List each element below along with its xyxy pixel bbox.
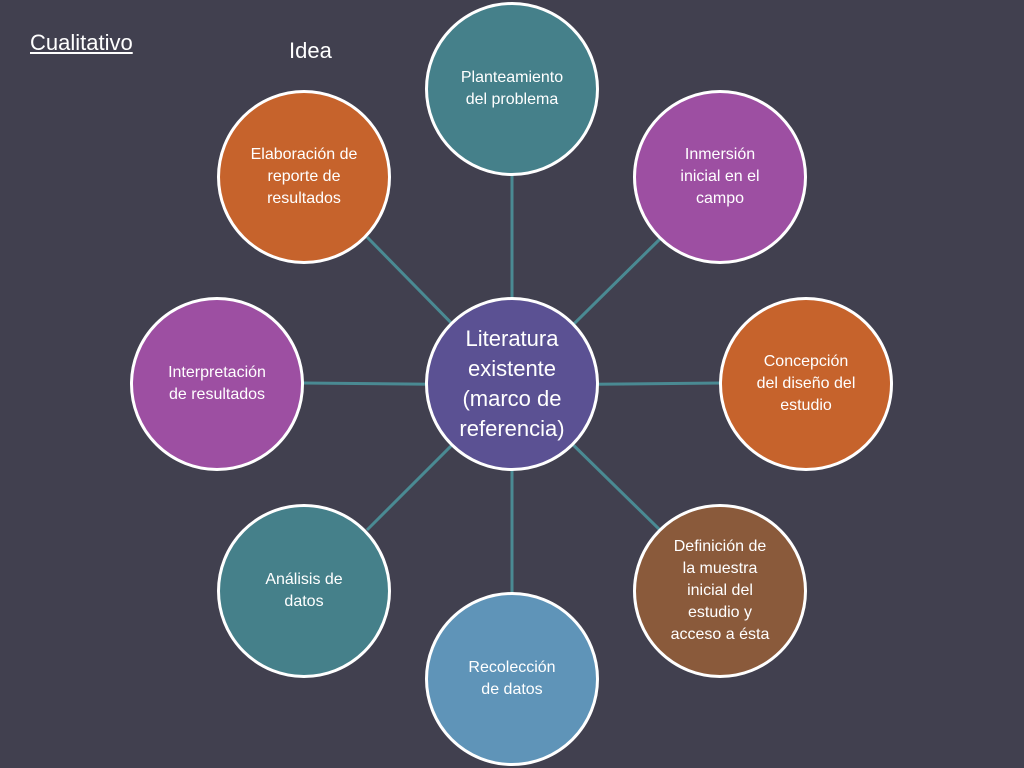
node-analisis-label: Análisis de datos	[265, 571, 343, 610]
node-definicion-label: Definición de la muestra inicial del est…	[670, 538, 770, 643]
node-recoleccion-label: Recolección de datos	[468, 659, 556, 698]
node-planteamiento: Planteamiento del problema	[425, 2, 599, 176]
idea-label: Idea	[289, 38, 332, 63]
node-interpretacion-label: Interpretación de resultados	[168, 364, 266, 403]
node-definicion: Definición de la muestra inicial del est…	[633, 504, 807, 678]
node-inmersion: Inmersión inicial en el campo	[633, 90, 807, 264]
node-elaboracion-label: Elaboración de reporte de resultados	[250, 146, 358, 207]
node-concepcion-label: Concepción del diseño del estudio	[756, 353, 856, 414]
node-planteamiento-label: Planteamiento del problema	[460, 69, 564, 108]
center-node: Literatura existente (marco de referenci…	[425, 297, 599, 471]
node-concepcion: Concepción del diseño del estudio	[719, 297, 893, 471]
center-node-label: Literatura existente (marco de referenci…	[459, 326, 565, 441]
node-inmersion-label: Inmersión inicial en el campo	[680, 146, 760, 207]
node-interpretacion: Interpretación de resultados	[130, 297, 304, 471]
slide-title: Cualitativo	[30, 30, 133, 55]
node-analisis: Análisis de datos	[217, 504, 391, 678]
node-elaboracion: Elaboración de reporte de resultados	[217, 90, 391, 264]
node-recoleccion: Recolección de datos	[425, 592, 599, 766]
